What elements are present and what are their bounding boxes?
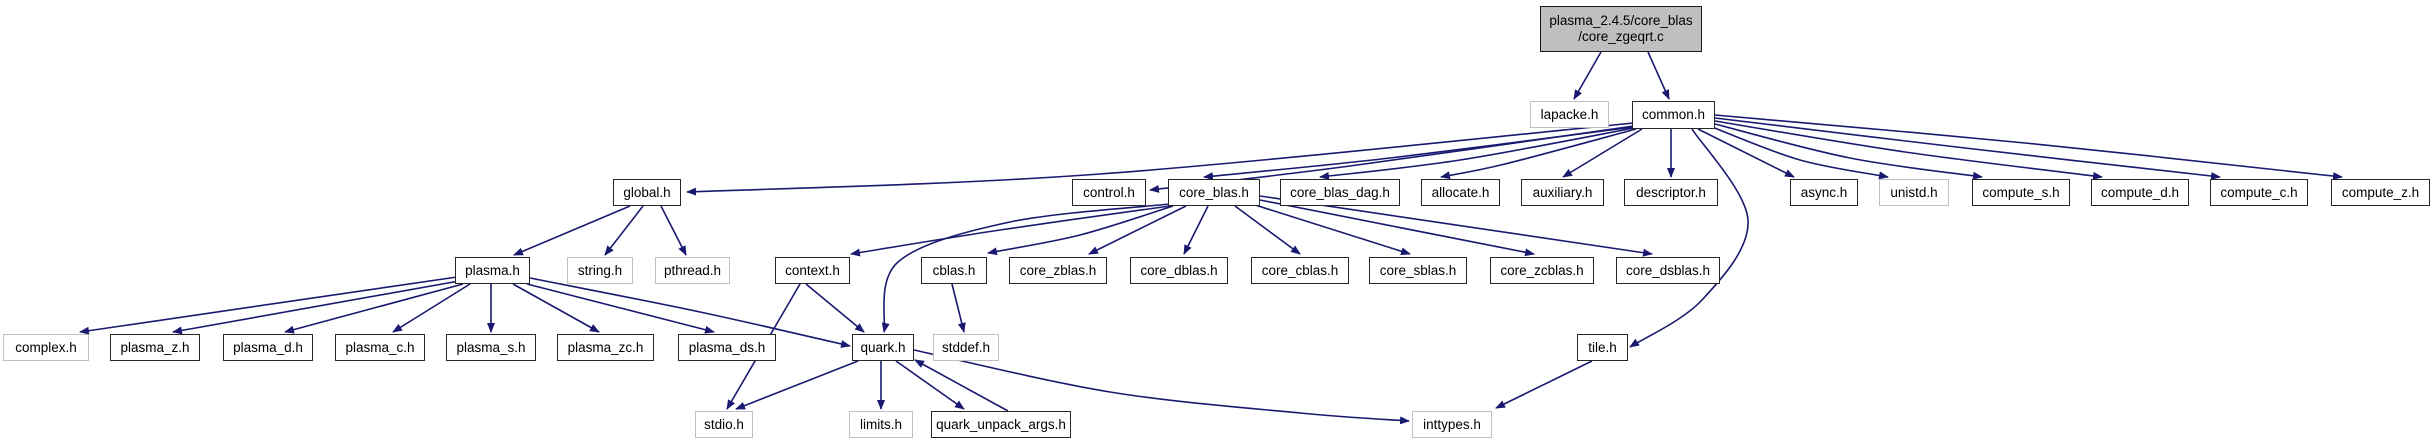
node-plasma_d[interactable]: plasma_d.h (223, 334, 313, 361)
node-compute_s[interactable]: compute_s.h (1972, 179, 2070, 206)
node-inttypes: inttypes.h (1412, 411, 1492, 438)
edge-quark-to-quark_unpack_args (895, 360, 965, 410)
node-limits: limits.h (849, 411, 913, 438)
node-core_zcblas[interactable]: core_zcblas.h (1490, 257, 1594, 284)
edge-context-to-quark (805, 283, 865, 333)
node-compute_z[interactable]: compute_z.h (2331, 179, 2430, 206)
edge-global-to-pthread (660, 205, 687, 256)
edge-common-to-compute_c (1714, 117, 2221, 180)
node-core_cblas[interactable]: core_cblas.h (1251, 257, 1349, 284)
edge-core_blas-to-core_zblas (1088, 205, 1187, 255)
node-quark[interactable]: quark.h (852, 334, 914, 361)
node-plasma_z[interactable]: plasma_z.h (110, 334, 200, 361)
node-pthread: pthread.h (655, 257, 730, 284)
node-context[interactable]: context.h (775, 257, 850, 284)
edge-common-to-compute_s (1714, 123, 1983, 180)
node-root: plasma_2.4.5/core_blas /core_zgeqrt.c (1540, 6, 1702, 52)
node-lapacke: lapacke.h (1530, 101, 1609, 128)
edge-common-to-unistd (1711, 126, 1889, 180)
edge-common-to-global (686, 122, 1635, 196)
node-plasma_s[interactable]: plasma_s.h (446, 334, 536, 361)
edge-plasma-to-plasma_d (284, 283, 464, 334)
edge-core_blas-to-core_sblas (1251, 203, 1411, 256)
node-unistd: unistd.h (1879, 179, 1949, 206)
edge-root-to-lapacke (1573, 51, 1602, 100)
edge-core_blas-to-context (850, 205, 1171, 257)
edge-plasma-to-quark (529, 277, 851, 348)
edge-core_blas-to-quark (881, 203, 1171, 333)
edge-plasma-to-plasma_zc (512, 283, 600, 333)
node-stdio: stdio.h (695, 411, 753, 438)
edge-core_blas-to-core_dblas (1183, 205, 1209, 255)
edge-common-to-tile (1629, 128, 1749, 348)
node-core_zblas[interactable]: core_zblas.h (1009, 257, 1107, 284)
node-control[interactable]: control.h (1072, 179, 1146, 206)
node-global[interactable]: global.h (613, 179, 681, 206)
node-compute_d[interactable]: compute_d.h (2091, 179, 2189, 206)
node-plasma_c[interactable]: plasma_c.h (335, 334, 425, 361)
node-compute_c[interactable]: compute_c.h (2210, 179, 2308, 206)
edge-common-to-core_blas_dag (1319, 127, 1635, 180)
node-descriptor[interactable]: descriptor.h (1624, 179, 1718, 206)
node-core_dsblas[interactable]: core_dsblas.h (1616, 257, 1720, 284)
edge-quark_unpack_args-to-quark (914, 359, 1009, 412)
edge-quark-to-stdio (735, 360, 859, 410)
edge-tile-to-inttypes (1495, 360, 1593, 409)
node-complex: complex.h (3, 334, 89, 361)
edge-core_blas-to-core_cblas (1234, 205, 1301, 255)
node-common[interactable]: common.h (1632, 101, 1715, 129)
edge-plasma-to-plasma_z (172, 280, 460, 335)
edge-core_blas-to-core_zcblas (1259, 199, 1535, 257)
edge-plasma-to-complex (79, 276, 458, 335)
edge-common-to-compute_z (1714, 114, 2343, 181)
edge-common-to-allocate (1440, 128, 1637, 180)
edge-global-to-string (604, 205, 644, 256)
edge-root-to-common (1647, 51, 1670, 100)
edge-cblas-to-stddef (951, 283, 966, 333)
node-core_dblas[interactable]: core_dblas.h (1130, 257, 1228, 284)
edge-common-to-auxiliary (1562, 128, 1643, 178)
node-string: string.h (567, 257, 633, 284)
node-async[interactable]: async.h (1790, 179, 1858, 206)
node-quark_unpack_args[interactable]: quark_unpack_args.h (931, 411, 1071, 438)
node-plasma_zc[interactable]: plasma_zc.h (557, 334, 654, 361)
node-plasma[interactable]: plasma.h (455, 257, 530, 284)
node-plasma_ds[interactable]: plasma_ds.h (678, 334, 776, 361)
node-cblas[interactable]: cblas.h (921, 257, 987, 284)
node-tile[interactable]: tile.h (1577, 334, 1628, 361)
node-allocate[interactable]: allocate.h (1421, 179, 1500, 206)
edge-common-to-core_blas (1203, 126, 1635, 181)
node-auxiliary[interactable]: auxiliary.h (1521, 179, 1604, 206)
edge-plasma-to-plasma_c (392, 283, 471, 333)
edge-quark-to-inttypes (913, 349, 1410, 425)
edge-plasma-to-plasma_ds (526, 283, 715, 334)
node-stddef: stddef.h (933, 334, 999, 361)
edge-core_blas-to-cblas (987, 205, 1174, 256)
node-core_blas[interactable]: core_blas.h (1168, 179, 1260, 206)
edge-global-to-plasma (513, 205, 631, 256)
node-core_sblas[interactable]: core_sblas.h (1369, 257, 1467, 284)
edge-common-to-compute_d (1714, 120, 2103, 180)
edge-common-to-async (1697, 128, 1795, 178)
node-core_blas_dag[interactable]: core_blas_dag.h (1280, 179, 1400, 206)
